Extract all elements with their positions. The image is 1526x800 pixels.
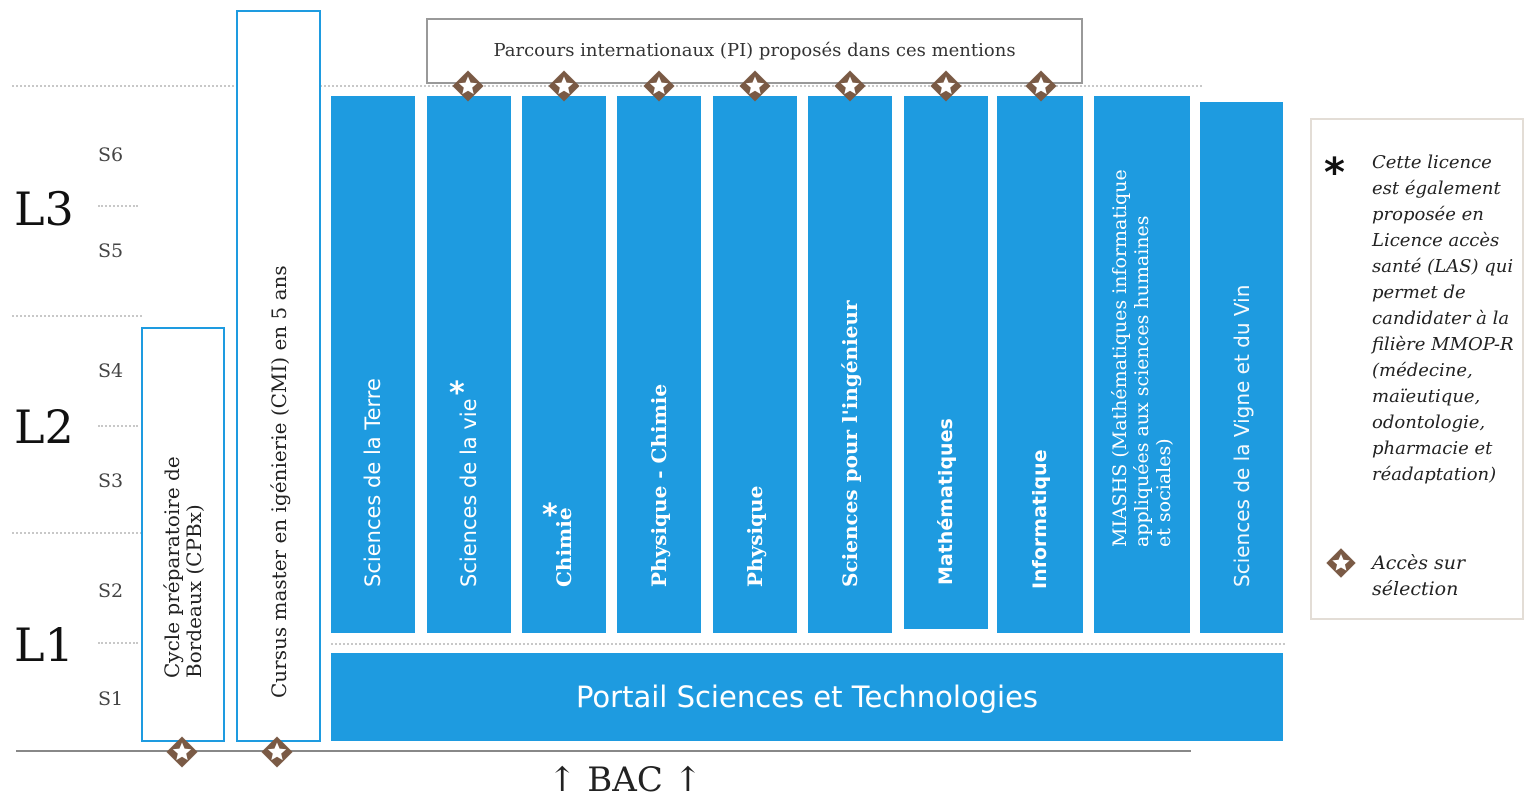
semester-s1: S1 (98, 688, 124, 710)
mention-label: Sciences pour l'ingénieur (838, 300, 862, 587)
legend-asterisk: * (1324, 150, 1345, 196)
semester-s2: S2 (98, 580, 124, 602)
semester-s6: S6 (98, 144, 124, 166)
mention-mathematiques: Mathématiques (904, 96, 988, 629)
mention-label: Sciences de la Vigne et du Vin (1229, 284, 1254, 587)
mention-sciences-ingenieur: Sciences pour l'ingénieur (808, 96, 892, 633)
guide-line-l2-l1 (12, 532, 142, 534)
star-badge-icon (450, 68, 486, 104)
semester-s3: S3 (98, 470, 124, 492)
star-badge-icon (641, 68, 677, 104)
star-badge-icon (1023, 68, 1059, 104)
mention-label: Sciences de la Terre (361, 378, 385, 587)
cmi-column: Cursus master en igénierie (CMI) en 5 an… (236, 10, 321, 742)
star-badge-icon (1324, 546, 1358, 580)
mention-miashs: MIASHS (Mathématiques informatique appli… (1094, 96, 1190, 633)
semester-s4: S4 (98, 360, 124, 382)
mention-label: Mathématiques (935, 418, 957, 585)
mention-label: Physique (743, 485, 767, 587)
las-asterisk: * (449, 376, 465, 411)
star-badge-icon (259, 734, 295, 770)
mention-chimie: Chimie * (522, 96, 606, 633)
mention-label: Sciences de la vie (457, 398, 481, 587)
mention-sciences-terre: Sciences de la Terre (331, 96, 415, 633)
legend-box: * Cette licence est également proposée e… (1310, 118, 1524, 620)
bac-baseline (16, 750, 1191, 752)
level-l1: L1 (14, 618, 74, 672)
level-l2: L2 (14, 400, 74, 454)
cmi-label: Cursus master en igénierie (CMI) en 5 an… (266, 265, 291, 698)
portal-sciences-technologies: Portail Sciences et Technologies (331, 653, 1283, 741)
guide-line-top (12, 85, 1202, 87)
guide-line-s2-s1 (98, 642, 138, 644)
guide-line-l3-l2 (12, 315, 142, 317)
mention-physique: Physique (713, 96, 797, 633)
mention-sciences-vie: Sciences de la vie * (427, 96, 511, 633)
cpbx-label: Cycle préparatoire de Bordeaux (CPBx) (160, 456, 206, 678)
star-badge-icon (832, 68, 868, 104)
star-badge-icon (546, 68, 582, 104)
mention-label: MIASHS (Mathématiques informatique appli… (1109, 169, 1175, 547)
legend-selection-text: Accès sur sélection (1372, 552, 1466, 600)
star-badge-icon (737, 68, 773, 104)
mention-informatique: Informatique (997, 96, 1083, 633)
star-badge-icon (164, 734, 200, 770)
cpbx-column: Cycle préparatoire de Bordeaux (CPBx) (141, 327, 225, 742)
star-badge-icon (928, 68, 964, 104)
guide-line-s4-s3 (98, 425, 138, 427)
guide-line-s6-s5 (98, 205, 138, 207)
mention-label: Informatique (1029, 449, 1051, 589)
guide-line-portal (331, 643, 1285, 645)
legend-las-text: Cette licence est également proposée en … (1372, 152, 1514, 485)
pi-label: Parcours internationaux (PI) proposés da… (493, 40, 1016, 61)
level-l3: L3 (14, 182, 74, 236)
las-asterisk: * (542, 498, 558, 533)
mention-vigne-vin: Sciences de la Vigne et du Vin (1200, 102, 1283, 633)
mention-physique-chimie: Physique - Chimie (617, 96, 701, 633)
semester-s5: S5 (98, 240, 124, 262)
bac-label: ↑ BAC ↑ (548, 760, 703, 800)
mention-label: Physique - Chimie (647, 383, 671, 587)
